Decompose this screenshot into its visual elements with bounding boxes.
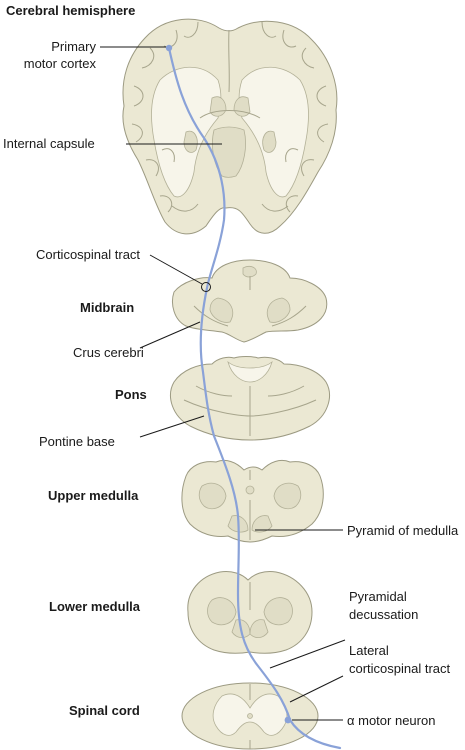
label-corticospinal-tract: Corticospinal tract bbox=[36, 247, 140, 262]
leader-lines bbox=[100, 46, 346, 721]
label-midbrain: Midbrain bbox=[80, 300, 134, 315]
primary-motor-cortex-origin-marker bbox=[165, 44, 173, 52]
alpha-motor-neuron-marker bbox=[284, 716, 292, 724]
label-internal-capsule: Internal capsule bbox=[3, 136, 95, 151]
corticospinal-tract-marker bbox=[201, 282, 211, 292]
corticospinal-tract-line bbox=[167, 46, 342, 750]
pons-section bbox=[170, 356, 330, 441]
label-upper-medulla: Upper medulla bbox=[48, 488, 139, 503]
label-lower-medulla: Lower medulla bbox=[49, 599, 141, 614]
label-lateral-corticospinal-tract-line1: Lateral bbox=[349, 643, 389, 658]
label-pyramid-of-medulla: Pyramid of medulla bbox=[347, 523, 459, 538]
midbrain-section bbox=[172, 259, 328, 343]
label-crus-cerebri: Crus cerebri bbox=[73, 345, 144, 360]
label-primary-motor-cortex-line2: motor cortex bbox=[24, 56, 97, 71]
label-spinal-cord: Spinal cord bbox=[69, 703, 140, 718]
label-primary-motor-cortex-line1: Primary bbox=[51, 39, 96, 54]
label-lateral-corticospinal-tract-line2: corticospinal tract bbox=[349, 661, 451, 676]
upper-medulla-section bbox=[181, 459, 324, 543]
label-alpha-motor-neuron: α motor neuron bbox=[347, 713, 435, 728]
cerebral-hemisphere-section bbox=[122, 18, 338, 235]
label-pontine-base: Pontine base bbox=[39, 434, 115, 449]
label-cerebral-hemisphere: Cerebral hemisphere bbox=[6, 3, 135, 18]
label-pons: Pons bbox=[115, 387, 147, 402]
spinal-cord-section bbox=[181, 682, 319, 750]
label-pyramidal-decussation-line2: decussation bbox=[349, 607, 418, 622]
label-pyramidal-decussation-line1: Pyramidal bbox=[349, 589, 407, 604]
lower-medulla-section bbox=[187, 571, 313, 654]
